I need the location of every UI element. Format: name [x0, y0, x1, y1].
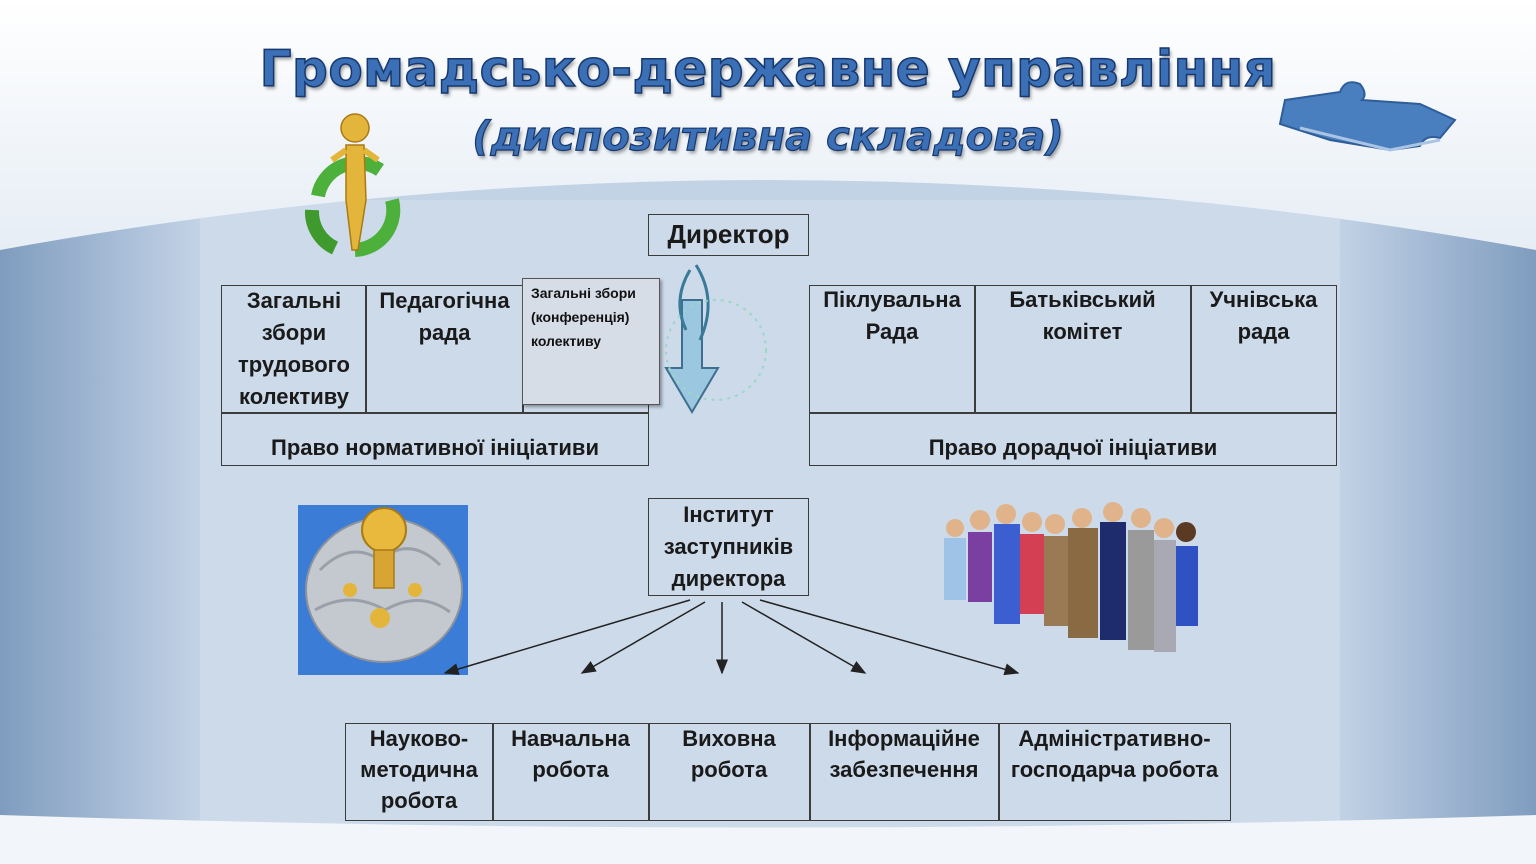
arrow-to-administrative [759, 599, 1020, 676]
directions-table [345, 723, 1231, 821]
director-box: Директор [648, 214, 809, 256]
slide-title: Громадсько-державне управління [259, 39, 1277, 99]
deputies-box: Інститут заступників директора [648, 498, 809, 596]
advisory-initiative-label: Право дорадчої ініціативи [928, 435, 1218, 460]
cell-general-meeting: Загальні збори трудового колективу [238, 288, 350, 409]
direction-educational: Навчальна робота [511, 726, 630, 782]
table-divider [809, 412, 1337, 414]
cell-parents-committee: Батьківський комітет [1009, 287, 1156, 344]
advisory-initiative-table [809, 285, 1337, 466]
recycle-figure-icon [304, 113, 401, 257]
table-divider [492, 723, 494, 821]
arrow-to-methodical [443, 599, 691, 675]
deputies-label: Інститут заступників директора [663, 502, 794, 591]
direction-information: Інформаційне забезпечення [828, 726, 980, 782]
table-divider [221, 412, 649, 414]
table-divider [365, 285, 367, 413]
cell-student-council: Учнівська рада [1209, 287, 1318, 344]
table-divider [998, 723, 1000, 821]
arrow-to-information [741, 601, 867, 674]
normative-initiative-label: Право нормативної ініціативи [271, 435, 599, 460]
direction-administrative: Адміністративно-господарча робота [1010, 726, 1219, 782]
puzzle-piece-icon [1278, 81, 1457, 152]
down-arrow-icon [664, 264, 767, 414]
people-group-icon [944, 502, 1198, 652]
arrow-to-educational [580, 601, 706, 674]
brain-lightbulb-icon [298, 505, 468, 675]
cell-pedagogical-council: Педагогічна рада [379, 288, 510, 345]
direction-methodical: Науково-методична робота [360, 726, 478, 813]
table-divider [974, 285, 976, 413]
table-divider [648, 723, 650, 821]
conference-note: Загальні збори (конференція) колективу [522, 278, 660, 405]
direction-upbringing: Виховна робота [682, 726, 776, 782]
table-divider [1190, 285, 1192, 413]
director-label: Директор [667, 219, 790, 249]
slide-subtitle: (диспозитивна складова) [472, 113, 1065, 160]
table-divider [809, 723, 811, 821]
cell-board-of-trustees: Піклувальна Рада [823, 287, 961, 344]
